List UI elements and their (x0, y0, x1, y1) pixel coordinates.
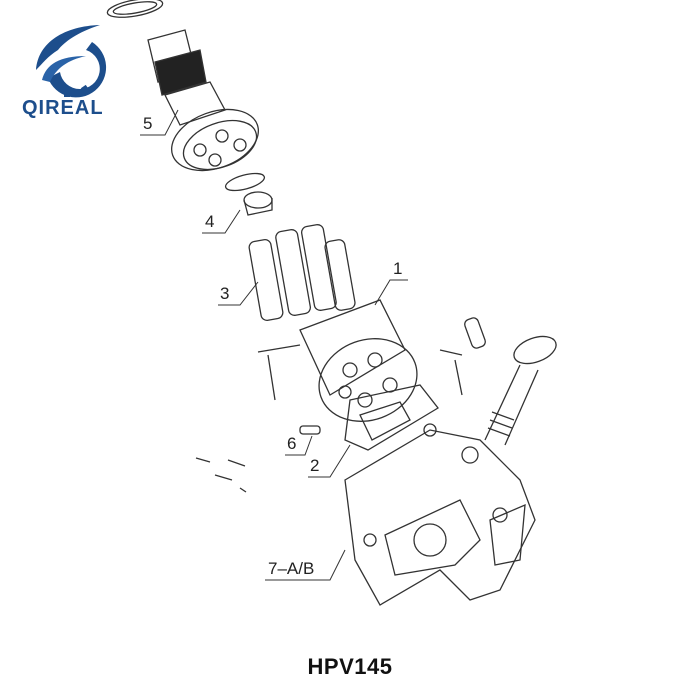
part-2-valve-plate (344, 384, 439, 451)
part-5-shaft (147, 29, 260, 172)
callout-7-a-b: 7–A/B (268, 559, 315, 578)
callout-6: 6 (287, 434, 297, 453)
callout-1: 1 (393, 259, 403, 278)
seal-ring (106, 0, 164, 18)
brand-logo-icon (20, 20, 120, 120)
part-3-pistons (248, 224, 356, 322)
callout-3: 3 (220, 284, 230, 303)
adjusting-screw (484, 335, 557, 446)
callout-4: 4 (205, 212, 215, 231)
callout-5: 5 (143, 114, 153, 133)
model-title: HPV145 (307, 654, 393, 679)
part-4-guide (243, 191, 273, 216)
part-1-cylinder-block (299, 299, 418, 422)
brand-name: QIREAL (22, 97, 104, 119)
part-6-pin (299, 425, 321, 435)
part-7-housing (344, 423, 536, 606)
callout-2: 2 (310, 456, 320, 475)
